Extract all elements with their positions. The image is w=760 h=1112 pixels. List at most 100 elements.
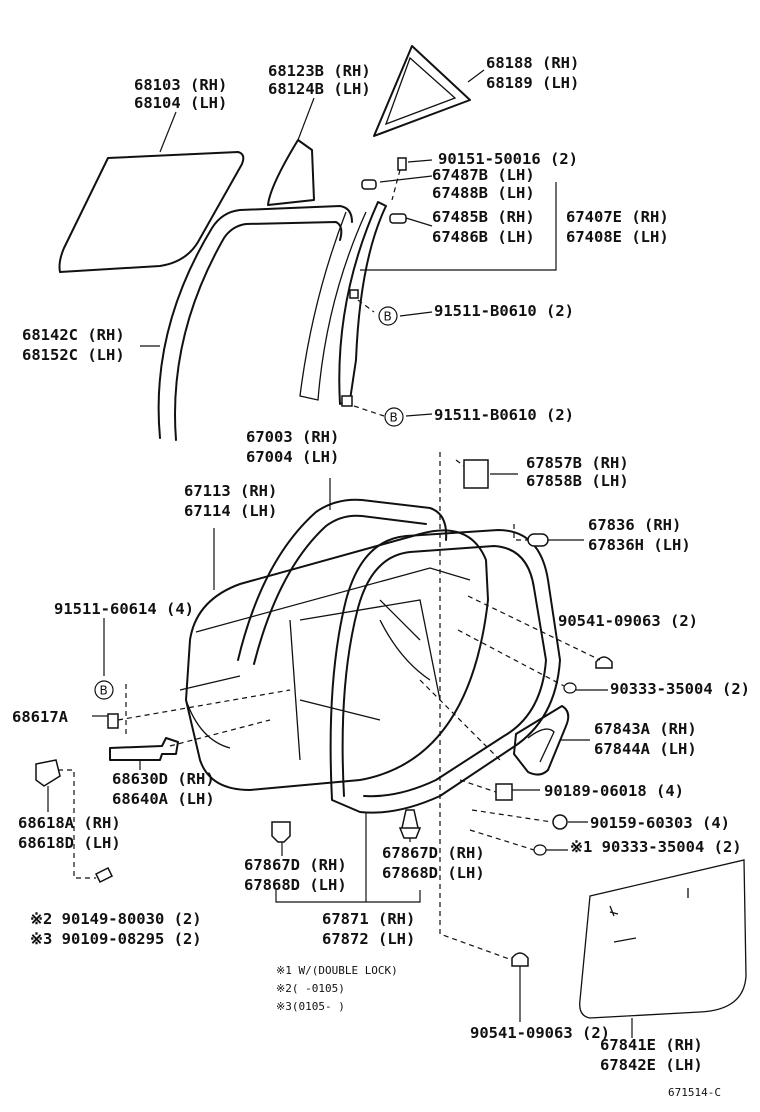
diagram-code: 671514-C [668,1086,721,1099]
pad-67857-drawing [463,459,489,489]
striker-68618-drawing [35,759,61,787]
callout-68188: 68188 (RH) [486,54,579,72]
clip-67867-right-drawing [398,809,422,839]
callout-68124b: 68124B (LH) [268,80,371,98]
division-bar-drawing [338,201,387,405]
callout-67841e: 67841E (RH) [600,1036,703,1054]
service-cover-marks [609,888,689,943]
callout-90541-lower: 90541-09063 (2) [470,1024,610,1042]
callout-91511-b0610-upper: 91511-B0610 (2) [434,302,574,320]
division-bar-inner [299,211,367,401]
leader-lines [47,69,633,1038]
oring-90333-upper-drawing [563,682,577,694]
callout-68630d: 68630D (RH) [112,770,215,788]
callout-67867d-left: 67867D (RH) [244,856,347,874]
callout-90159: 90159-60303 (4) [590,814,730,832]
callout-67113: 67113 (RH) [184,482,277,500]
bolt-68617-drawing [107,713,119,729]
callout-67836h: 67836H (LH) [588,536,691,554]
door-inner-structure [289,599,441,761]
service-cover-drawing [579,859,747,1019]
door-frame-drawing [237,498,448,661]
note-3: ※3(0105- ) [276,1000,345,1013]
dashed-lines [58,169,601,961]
callout-67843a: 67843A (RH) [594,720,697,738]
callout-67868d-right: 67868D (LH) [382,864,485,882]
callout-90541-upper: 90541-09063 (2) [558,612,698,630]
svg-text:B: B [390,411,398,425]
ref-marker-b-3: B [94,680,114,700]
clip-67836-drawing [527,533,549,547]
footnotes: ※1 W/(DOUBLE LOCK) ※2( -0105) ※3(0105- ) [276,964,398,1013]
nut-90189-drawing [495,783,513,801]
callout-90149: ※2 90149-80030 (2) [30,910,202,928]
door-weatherstrip-inner [341,545,547,798]
bolt-90159-drawing [552,814,568,830]
callout-67867d-right: 67867D (RH) [382,844,485,862]
callout-67868d-left: 67868D (LH) [244,876,347,894]
svg-text:B: B [100,684,108,698]
callout-67857b: 67857B (RH) [526,454,629,472]
quarter-glass-drawing [267,139,315,206]
callout-68103: 68103 (RH) [134,76,227,94]
cover-67843-inner [527,728,555,763]
callout-90189: 90189-06018 (4) [544,782,684,800]
svg-text:B: B [384,310,392,324]
callout-68618a: 68618A (RH) [18,814,121,832]
door-panel-drawing [185,529,489,791]
screw-90149-drawing [94,866,114,884]
callout-67407e: 67407E (RH) [566,208,669,226]
run-channel-drawing-inner [174,221,343,441]
note-1: ※1 W/(DOUBLE LOCK) [276,964,398,977]
ref-marker-b-2: B [384,407,404,427]
callout-68152c: 68152C (LH) [22,346,125,364]
door-glass-drawing [58,151,245,273]
door-frame-inner [253,514,427,665]
screw-90151-drawing [397,157,407,171]
cap-90541-lower-drawing [511,952,529,967]
triangle-glass-drawing [373,45,471,137]
callout-68189: 68189 (LH) [486,74,579,92]
callout-90109: ※3 90109-08295 (2) [30,930,202,948]
callout-67858b: 67858B (LH) [526,472,629,490]
callout-68617a: 68617A [12,708,69,726]
note-2: ※2( -0105) [276,982,345,995]
clip-67485-drawing [389,213,407,224]
callout-67844a: 67844A (LH) [594,740,697,758]
callout-67408e: 67408E (LH) [566,228,669,246]
callout-68104: 68104 (LH) [134,94,227,112]
callout-68123b: 68123B (RH) [268,62,371,80]
bolt-b-lower-drawing [341,395,353,407]
callout-91511-60614: 91511-60614 (4) [54,600,194,618]
callout-67836: 67836 (RH) [588,516,681,534]
door-weatherstrip-drawing [329,529,561,814]
callout-90151: 90151-50016 (2) [438,150,578,168]
run-channel-drawing [157,205,353,439]
callout-labels: 68103 (RH) 68104 (LH) 68123B (RH) 68124B… [12,54,750,1074]
callout-67872: 67872 (LH) [322,930,415,948]
ref-marker-b-1: B [378,306,398,326]
door-panel-beltline [195,567,471,633]
door-panel-lower [179,675,241,749]
callout-67003: 67003 (RH) [246,428,339,446]
cover-67843-drawing [513,705,570,776]
callout-67488b: 67488B (LH) [432,184,535,202]
clip-67867-left-drawing [271,821,291,843]
clip-67487-drawing [361,179,377,190]
callout-67114: 67114 (LH) [184,502,277,520]
callout-90333-lower: ※1 90333-35004 (2) [570,838,742,856]
callout-90333-upper: 90333-35004 (2) [610,680,750,698]
callout-67842e: 67842E (LH) [600,1056,703,1074]
callout-68142c: 68142C (RH) [22,326,125,344]
check-68630-drawing [109,737,179,761]
triangle-glass-inner [384,56,457,126]
callout-67485b: 67485B (RH) [432,208,535,226]
callout-91511-b0610-lower: 91511-B0610 (2) [434,406,574,424]
callout-67486b: 67486B (LH) [432,228,535,246]
bolt-b-upper-drawing [349,289,359,299]
callout-67487b: 67487B (LH) [432,166,535,184]
callout-67004: 67004 (LH) [246,448,339,466]
callout-67871: 67871 (RH) [322,910,415,928]
callout-68640a: 68640A (LH) [112,790,215,808]
